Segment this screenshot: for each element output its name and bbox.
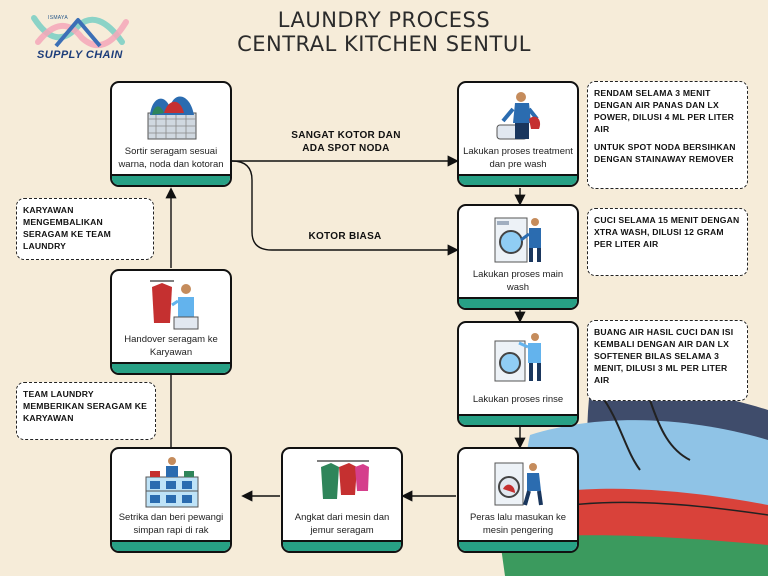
step-sortir-card: Sortir seragam sesuai warna, noda dan ko… xyxy=(110,81,232,187)
step-handover-label: Handover seragam ke Karyawan xyxy=(124,334,218,358)
card-accent-bar xyxy=(459,297,577,308)
edge-label-sangat-kotor: SANGAT KOTOR DAN ADA SPOT NODA xyxy=(291,130,401,154)
arrow-sortir-to-mainwash xyxy=(231,160,459,256)
note-karyawan-return: KARYAWAN MENGEMBALIKAN SERAGAM KE TEAM L… xyxy=(16,198,154,260)
ironing-shelf-icon xyxy=(145,457,199,508)
note-karyawan-return-text: KARYAWAN MENGEMBALIKAN SERAGAM KE TEAM L… xyxy=(23,205,111,251)
card-accent-bar xyxy=(112,540,230,551)
note-treatment: RENDAM SELAMA 3 MENIT DENGAN AIR PANAS D… xyxy=(587,81,748,189)
step-treatment-card: Lakukan proses treatment dan pre wash xyxy=(457,81,579,187)
note-treatment-text-1: RENDAM SELAMA 3 MENIT DENGAN AIR PANAS D… xyxy=(594,88,735,134)
person-dryer-icon xyxy=(494,462,543,506)
card-accent-bar xyxy=(459,174,577,185)
step-rinse-label: Lakukan proses rinse xyxy=(472,394,564,405)
card-accent-bar xyxy=(112,174,230,185)
step-treatment-label: Lakukan proses treatment dan pre wash xyxy=(463,146,573,170)
supply-chain-logo-icon xyxy=(31,15,129,49)
laundry-basket-icon xyxy=(147,96,197,140)
edge-label-kotor-biasa: KOTOR BIASA xyxy=(308,231,382,242)
step-rinse-card: Lakukan proses rinse xyxy=(457,321,579,427)
step-setrika-label: Setrika dan beri pewangi simpan rapi di … xyxy=(118,512,224,536)
note-mainwash: CUCI SELAMA 15 MENIT DENGAN XTRA WASH, D… xyxy=(587,208,748,276)
card-accent-bar xyxy=(112,362,230,373)
person-rinse-machine-icon xyxy=(494,333,541,382)
page-title-line1: LAUNDRY PROCESS xyxy=(277,8,491,32)
step-setrika-card: Setrika dan beri pewangi simpan rapi di … xyxy=(110,447,232,553)
note-treatment-text-2: UNTUK SPOT NODA BERSIHKAN DENGAN STAINAW… xyxy=(594,142,736,164)
washing-machine-icon xyxy=(494,217,541,263)
note-team-give: TEAM LAUNDRY MEMBERIKAN SERAGAM KE KARYA… xyxy=(16,382,156,440)
handover-uniform-icon xyxy=(150,280,199,330)
card-accent-bar xyxy=(459,414,577,425)
note-team-give-text: TEAM LAUNDRY MEMBERIKAN SERAGAM KE KARYA… xyxy=(23,389,148,423)
step-angkat-label: Angkat dari mesin dan jemur seragam xyxy=(294,512,390,536)
step-peras-label: Peras lalu masukan ke mesin pengering xyxy=(469,512,567,536)
person-prewash-icon xyxy=(496,92,541,140)
note-rinse: BUANG AIR HASIL CUCI DAN ISI KEMBALI DEN… xyxy=(587,320,748,401)
step-angkat-card: Angkat dari mesin dan jemur seragam xyxy=(281,447,403,553)
step-sortir-label: Sortir seragam sesuai warna, noda dan ko… xyxy=(118,146,224,170)
page-title-line2: CENTRAL KITCHEN SENTUL xyxy=(237,32,531,56)
logo-text: SUPPLY CHAIN xyxy=(37,49,123,61)
card-accent-bar xyxy=(459,540,577,551)
logo-small-text: ISMAYA xyxy=(48,15,68,21)
note-rinse-text: BUANG AIR HASIL CUCI DAN ISI KEMBALI DEN… xyxy=(594,327,734,385)
step-mainwash-card: Lakukan proses main wash xyxy=(457,204,579,310)
note-mainwash-text: CUCI SELAMA 15 MENIT DENGAN XTRA WASH, D… xyxy=(594,215,740,249)
step-peras-card: Peras lalu masukan ke mesin pengering xyxy=(457,447,579,553)
hanging-clothes-icon xyxy=(317,460,369,499)
card-accent-bar xyxy=(283,540,401,551)
step-mainwash-label: Lakukan proses main wash xyxy=(472,269,564,293)
step-handover-card: Handover seragam ke Karyawan xyxy=(110,269,232,375)
